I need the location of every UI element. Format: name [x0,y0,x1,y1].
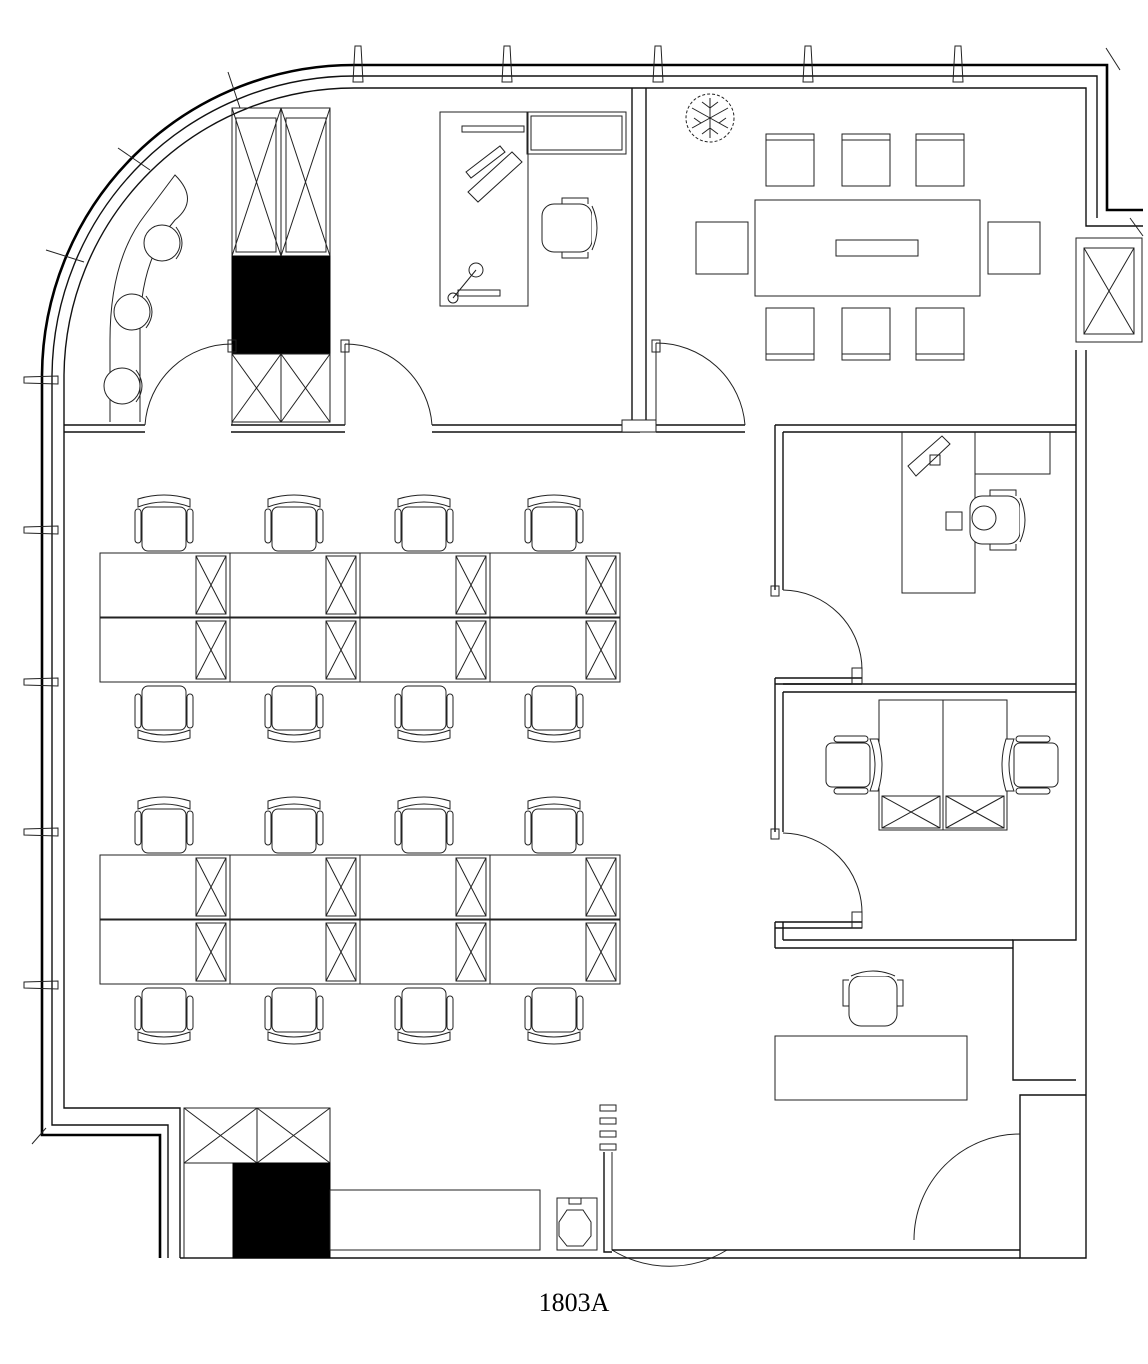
unit-label: 1803A [538,1288,610,1317]
right-office-walls [775,425,1076,948]
chair-icon [104,368,142,404]
chair-icon [525,988,583,1044]
chair-icon [696,222,748,274]
chair-icon [842,308,890,360]
chair-icon [525,797,583,853]
chair-icon [114,294,152,330]
window-mullions [24,46,1143,1144]
desk-icon [440,112,626,306]
chair-icon [265,495,323,551]
chair-icon [843,971,903,1026]
chair-icon [395,797,453,853]
conference-table-icon [755,200,980,296]
chair-icon [988,222,1040,274]
chair-icon [265,797,323,853]
chair-icon [135,495,193,551]
chair-icon [916,308,964,360]
door-swing-icon [145,340,745,425]
door-swing-icon [600,1105,1020,1266]
plant-icon [686,94,734,142]
desk-icon [879,700,1007,830]
reception-counter [104,175,188,422]
cabinet-icon [232,108,330,422]
chair-icon [1002,736,1058,794]
chair-icon [525,686,583,742]
chair-icon [826,736,882,794]
chair-icon [970,490,1025,550]
water-dispenser-icon [557,1198,597,1250]
chair-icon [525,495,583,551]
chair-icon [135,797,193,853]
chair-icon [395,988,453,1044]
chair-icon [135,988,193,1044]
chair-icon [135,686,193,742]
chair-icon [766,308,814,360]
chair-icon [265,988,323,1044]
chair-icon [395,495,453,551]
desk-icon [775,1036,967,1100]
chair-icon [395,686,453,742]
chair-icon [542,198,597,258]
cabinet-icon [184,1108,540,1258]
column-icon [1076,238,1142,342]
chair-icon [265,686,323,742]
chair-icon [766,134,814,186]
chair-icon [144,225,182,261]
chair-icon [842,134,890,186]
chair-icon [916,134,964,186]
door-swing-icon [771,586,862,928]
workstation-icon [100,495,620,1044]
top-partition-wall [64,88,1076,432]
